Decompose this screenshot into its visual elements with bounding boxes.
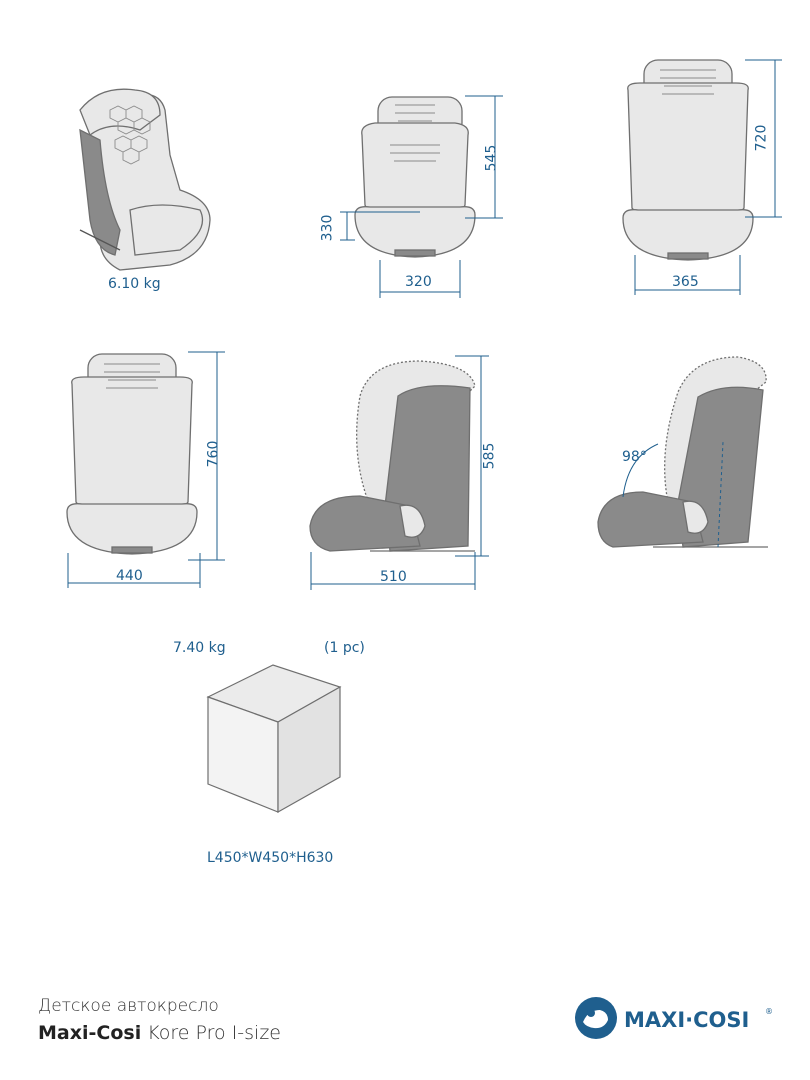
maxi-cosi-logo: MAXI·COSI ®	[575, 997, 773, 1039]
package-count-label: (1 pc)	[324, 640, 365, 656]
height-545-label: 545	[483, 144, 500, 172]
width-440-label: 440	[116, 568, 143, 584]
package-weight-label: 7.40 kg	[173, 640, 226, 656]
dimension-lines-front-low	[340, 95, 503, 298]
dimension-lines-side-depth	[310, 355, 489, 590]
dimension-lines-front-wide	[67, 351, 225, 588]
logo-registered-mark: ®	[765, 1007, 773, 1016]
package-dimensions-label: L450*W450*H630	[207, 850, 334, 866]
seat-side-recline-view	[597, 356, 768, 548]
seat-side-depth-view	[309, 360, 476, 552]
dimension-lines-front-high	[634, 59, 782, 295]
seat-330-label: 330	[319, 214, 336, 242]
angle-98-label: 98°	[622, 449, 647, 465]
product-brand: Maxi-Cosi	[38, 1022, 142, 1044]
seat-front-low-view	[354, 96, 476, 258]
package-box-icon	[206, 664, 342, 814]
seat-front-high-view	[622, 59, 754, 261]
product-title: Maxi-Cosi Kore Pro I-size	[38, 1022, 281, 1044]
height-760-label: 760	[205, 440, 222, 468]
seat-front-wide-view	[66, 353, 198, 555]
seat-three-quarter-view	[79, 88, 211, 271]
logo-text: MAXI·COSI	[624, 1008, 749, 1032]
height-720-label: 720	[753, 124, 770, 152]
product-model: Kore Pro I-size	[147, 1022, 281, 1044]
width-365-label: 365	[672, 274, 699, 290]
product-subtitle: Детское автокресло	[38, 996, 219, 1016]
depth-510-label: 510	[380, 569, 407, 585]
width-320-label: 320	[405, 274, 432, 290]
height-585-label: 585	[481, 442, 498, 470]
seat-weight-label: 6.10 kg	[108, 276, 161, 292]
